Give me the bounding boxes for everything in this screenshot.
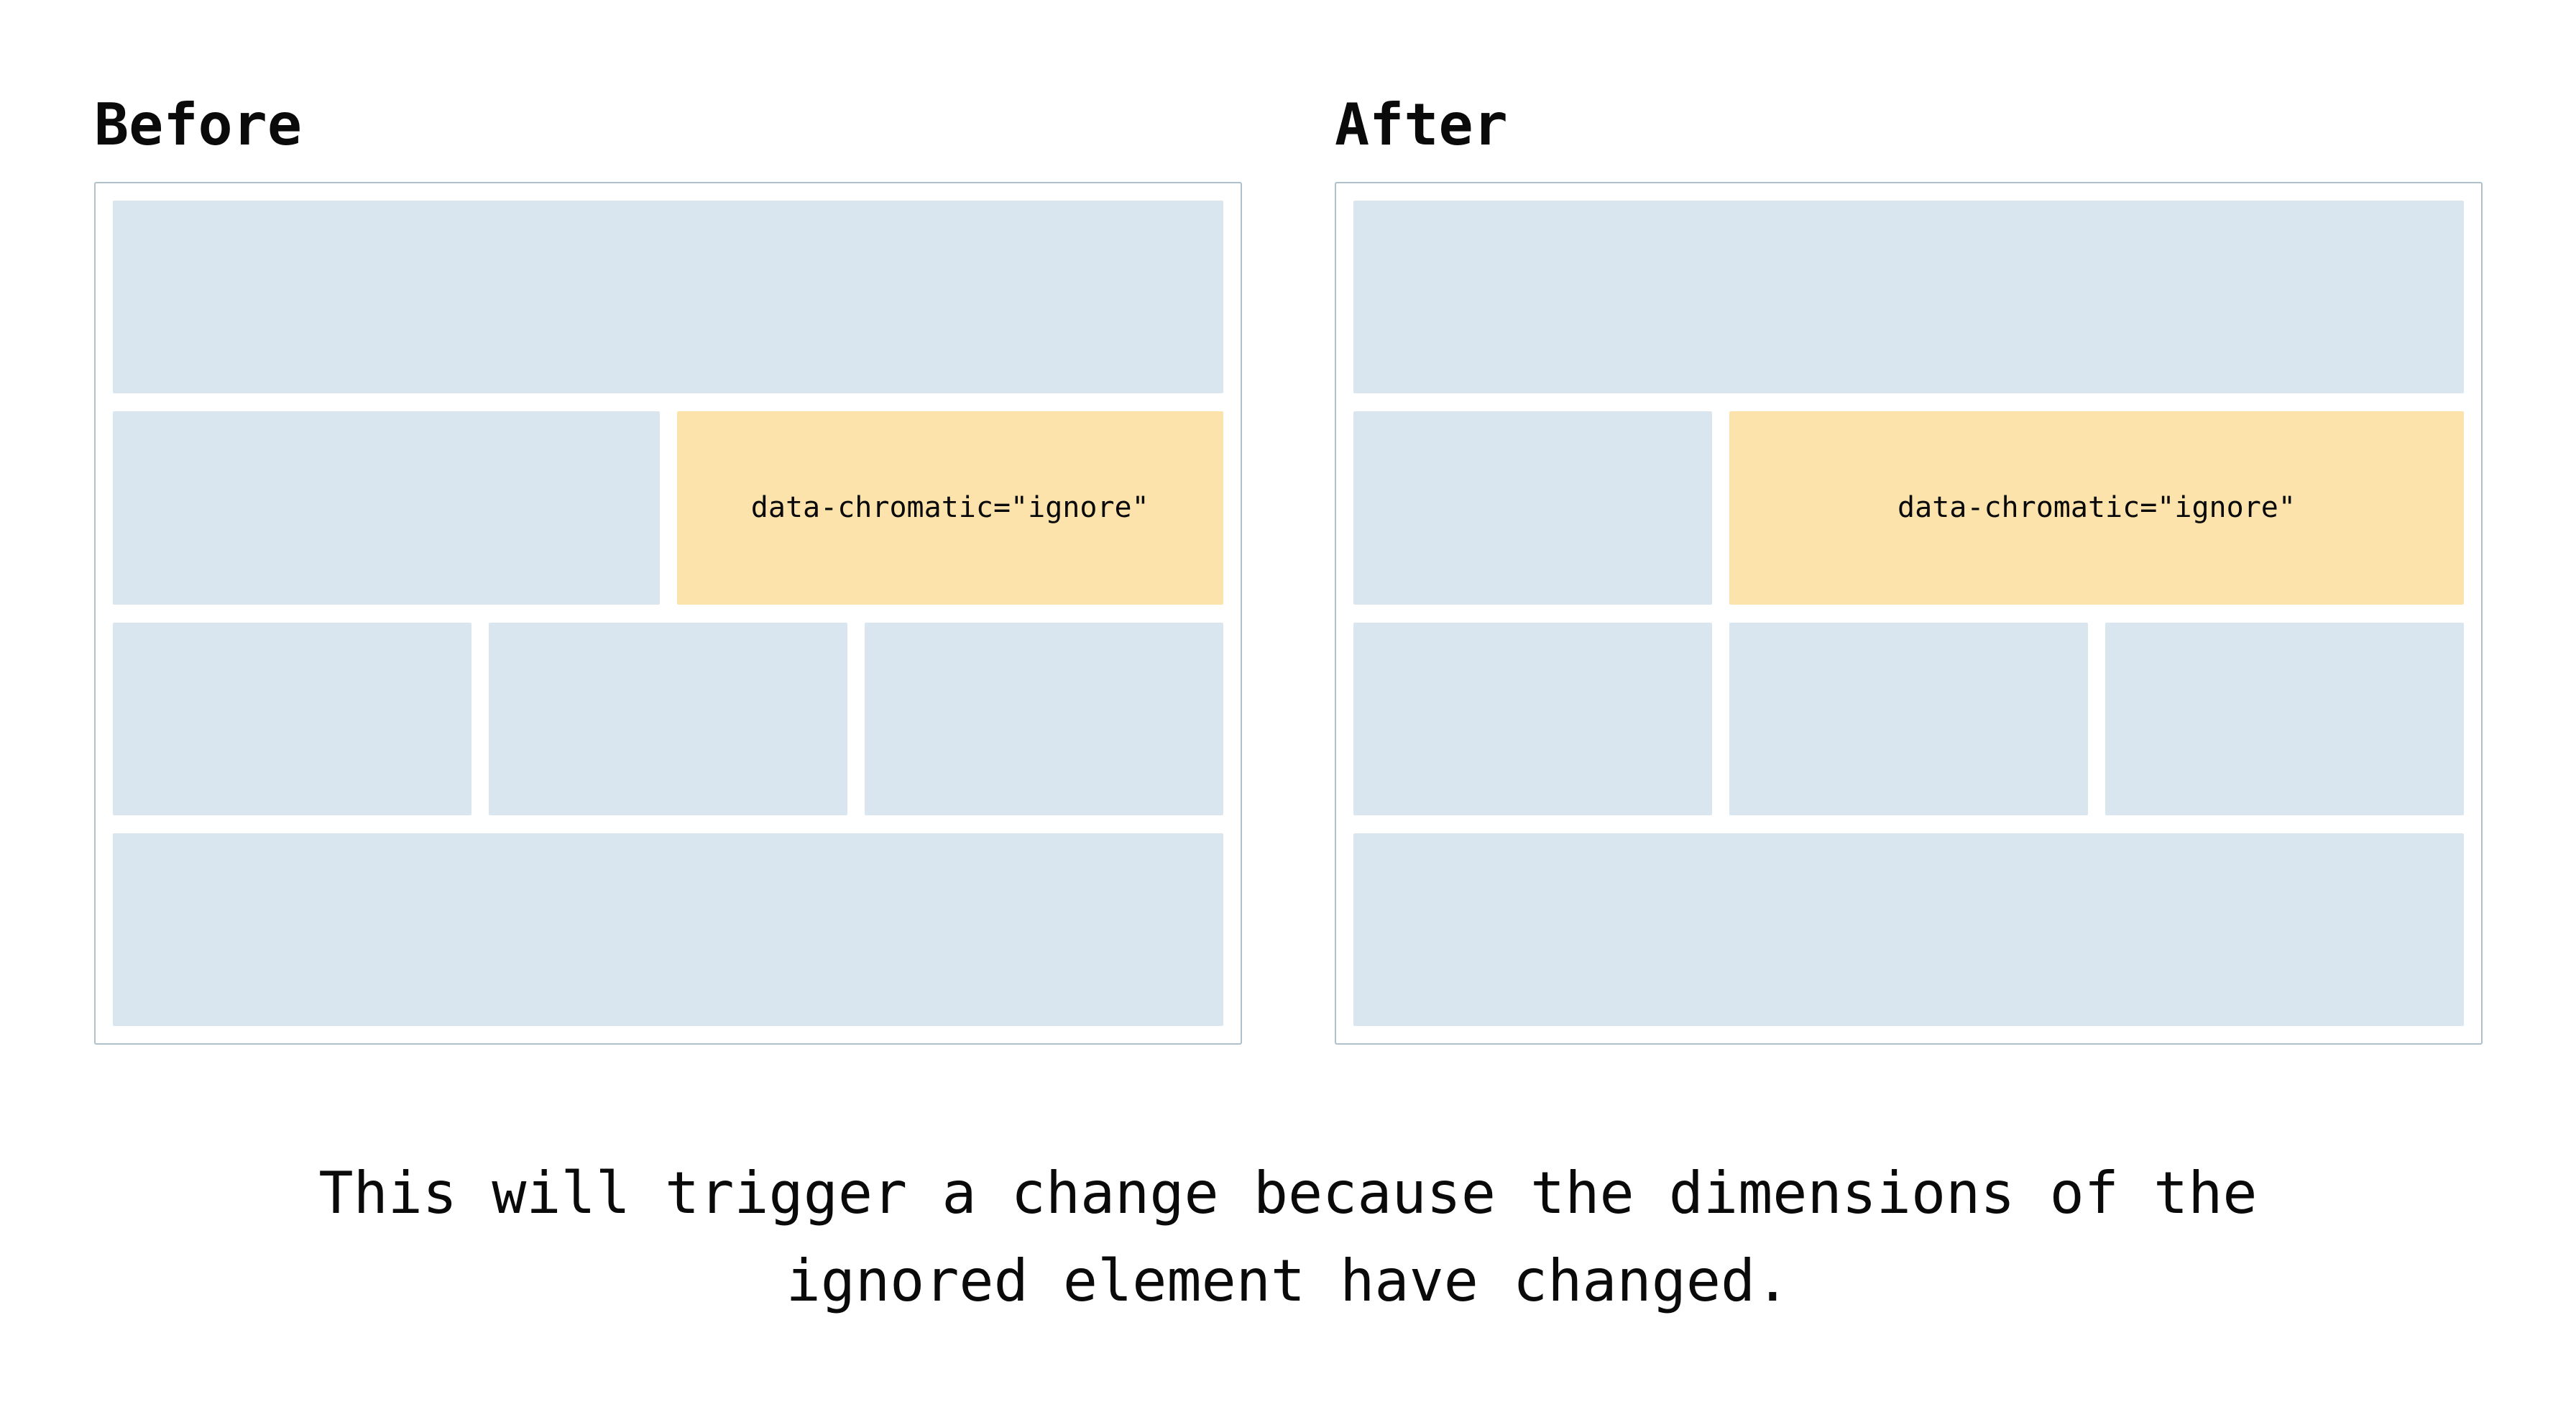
before-ignored-element: data-chromatic="ignore" — [676, 411, 1223, 605]
after-footer-placeholder — [1353, 833, 2464, 1026]
after-ignored-element: data-chromatic="ignore" — [1729, 411, 2464, 605]
after-card-placeholder-3 — [2105, 622, 2464, 815]
before-card-placeholder-1 — [113, 622, 472, 815]
after-title: After — [1335, 91, 1508, 158]
before-header-placeholder — [113, 201, 1223, 394]
caption-line-2: ignored element have changed. — [786, 1247, 1790, 1314]
ignore-attribute-label: data-chromatic="ignore" — [750, 491, 1149, 525]
before-content-placeholder — [113, 411, 660, 605]
before-panel: data-chromatic="ignore" — [94, 182, 1242, 1045]
before-card-placeholder-2 — [489, 622, 847, 815]
caption: This will trigger a change because the d… — [0, 1150, 2576, 1325]
after-card-placeholder-1 — [1353, 622, 1712, 815]
ignore-attribute-label: data-chromatic="ignore" — [1898, 491, 2296, 525]
after-panel: data-chromatic="ignore" — [1335, 182, 2483, 1045]
before-card-placeholder-3 — [865, 622, 1223, 815]
caption-line-1: This will trigger a change because the d… — [318, 1160, 2258, 1227]
before-title: Before — [94, 91, 302, 158]
after-header-placeholder — [1353, 201, 2464, 394]
before-footer-placeholder — [113, 833, 1223, 1026]
after-card-placeholder-2 — [1729, 622, 2088, 815]
after-content-placeholder — [1353, 411, 1712, 605]
